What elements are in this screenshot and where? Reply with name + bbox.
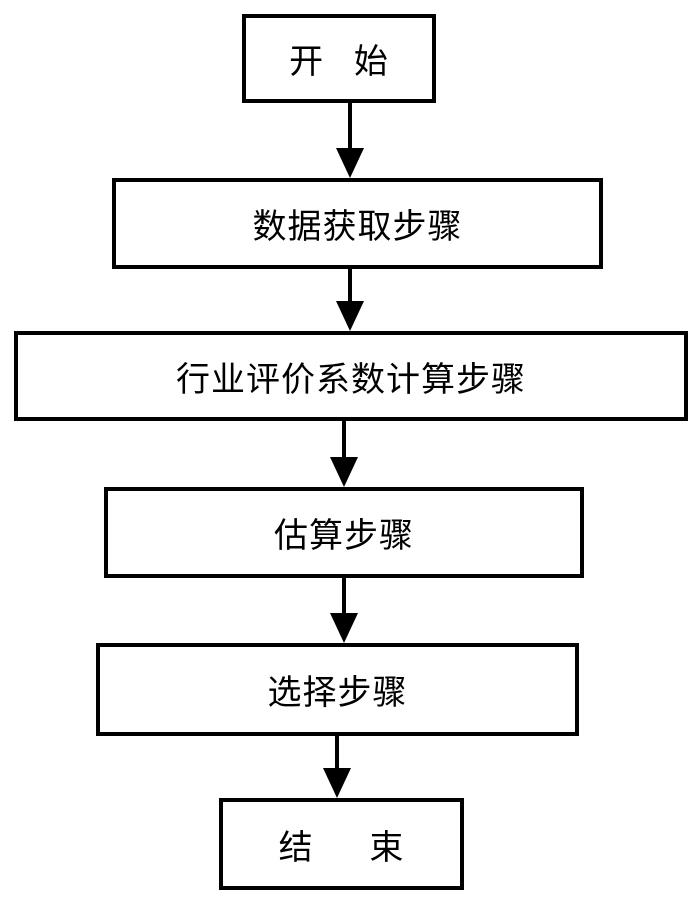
arrow-data-to-coefficient <box>336 269 364 331</box>
arrow-start-to-data <box>336 103 364 178</box>
data-acquisition-step: 数据获取步骤 <box>112 178 603 269</box>
industry-coefficient-step-label: 行业评价系数计算步骤 <box>176 359 526 400</box>
estimation-step: 估算步骤 <box>104 487 584 578</box>
arrow-estimation-to-selection <box>330 578 358 643</box>
selection-step-label: 选择步骤 <box>267 673 408 713</box>
data-acquisition-step-label: 数据获取步骤 <box>252 207 463 247</box>
start-node: 开 始 <box>242 14 436 103</box>
selection-step: 选择步骤 <box>96 643 579 736</box>
estimation-step-label: 估算步骤 <box>274 516 414 556</box>
end-node: 结 束 <box>219 798 464 890</box>
arrow-coefficient-to-estimation <box>330 421 358 487</box>
end-node-label: 结 束 <box>278 827 405 868</box>
arrow-selection-to-end <box>323 736 351 798</box>
industry-coefficient-step: 行业评价系数计算步骤 <box>14 331 688 421</box>
start-node-label: 开 始 <box>289 42 389 82</box>
